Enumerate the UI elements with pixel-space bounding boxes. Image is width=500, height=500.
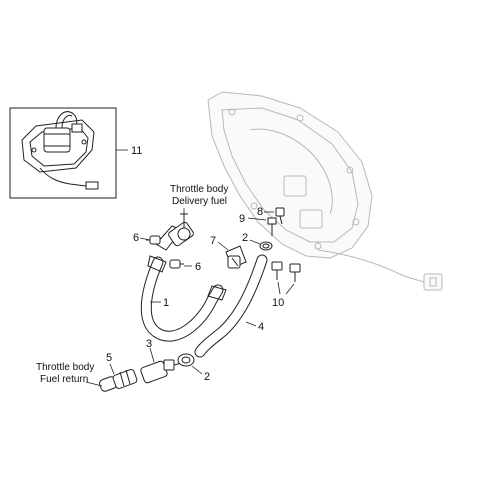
leader-9 — [247, 217, 267, 221]
leader-2a — [249, 239, 261, 245]
part-4-return-hose: 4 — [194, 254, 268, 358]
callout-1: 1 — [163, 297, 169, 309]
callout-9: 9 — [239, 213, 245, 225]
note-delivery-line1: Throttle body — [170, 184, 228, 195]
leader-10a — [277, 281, 281, 295]
part-5-return-nipple: 5 — [99, 352, 138, 392]
part-6-clamp-lower: 6 — [169, 259, 201, 273]
leader-5 — [109, 363, 115, 375]
callout-3: 3 — [146, 338, 152, 350]
callout-11: 11 — [131, 145, 142, 157]
callout-6b: 6 — [195, 261, 201, 273]
part-2-clip-upper: 2 — [242, 232, 273, 251]
part-10-bolts: 10 — [271, 261, 301, 309]
bolt-left — [271, 261, 283, 280]
callout-5: 5 — [106, 352, 112, 364]
tank-flange-background — [207, 91, 443, 291]
part-2-clamp-lower: 2 — [177, 353, 210, 383]
part-6-clamp-upper: 6 — [133, 232, 161, 245]
leader-2b — [191, 365, 203, 375]
leader-10b — [285, 283, 295, 295]
part-9-screw: 9 — [239, 213, 277, 236]
bolt-right — [289, 263, 301, 282]
t-fitting-delivery — [155, 213, 194, 251]
note-throttle-body-return: Throttle body Fuel return — [36, 362, 103, 387]
part-1-delivery-hose: 1 — [140, 255, 227, 342]
note-throttle-body-delivery: Throttle body Delivery fuel — [170, 184, 228, 224]
callout-2a: 2 — [242, 232, 248, 244]
leader-return-note — [85, 381, 103, 387]
note-return-line2: Fuel return — [40, 374, 88, 385]
inset-fuel-pump-assembly: 11 — [9, 107, 142, 199]
part-8-fitting: 8 — [257, 206, 285, 225]
callout-2b: 2 — [204, 371, 210, 383]
part-7-quick-connector: 7 — [210, 235, 247, 269]
fuel-pump-sketch — [21, 111, 99, 190]
leader-7 — [217, 241, 229, 251]
callout-8: 8 — [257, 206, 263, 218]
leader-6a — [139, 237, 151, 241]
note-delivery-line2: Delivery fuel — [172, 196, 227, 207]
leader-3 — [149, 347, 155, 363]
callout-10: 10 — [272, 297, 284, 309]
leader-4 — [245, 321, 257, 327]
callout-7: 7 — [210, 235, 216, 247]
callout-4: 4 — [258, 321, 264, 333]
callout-6a: 6 — [133, 232, 139, 244]
part-3-connector: 3 — [140, 338, 183, 384]
note-return-line1: Throttle body — [36, 362, 94, 373]
